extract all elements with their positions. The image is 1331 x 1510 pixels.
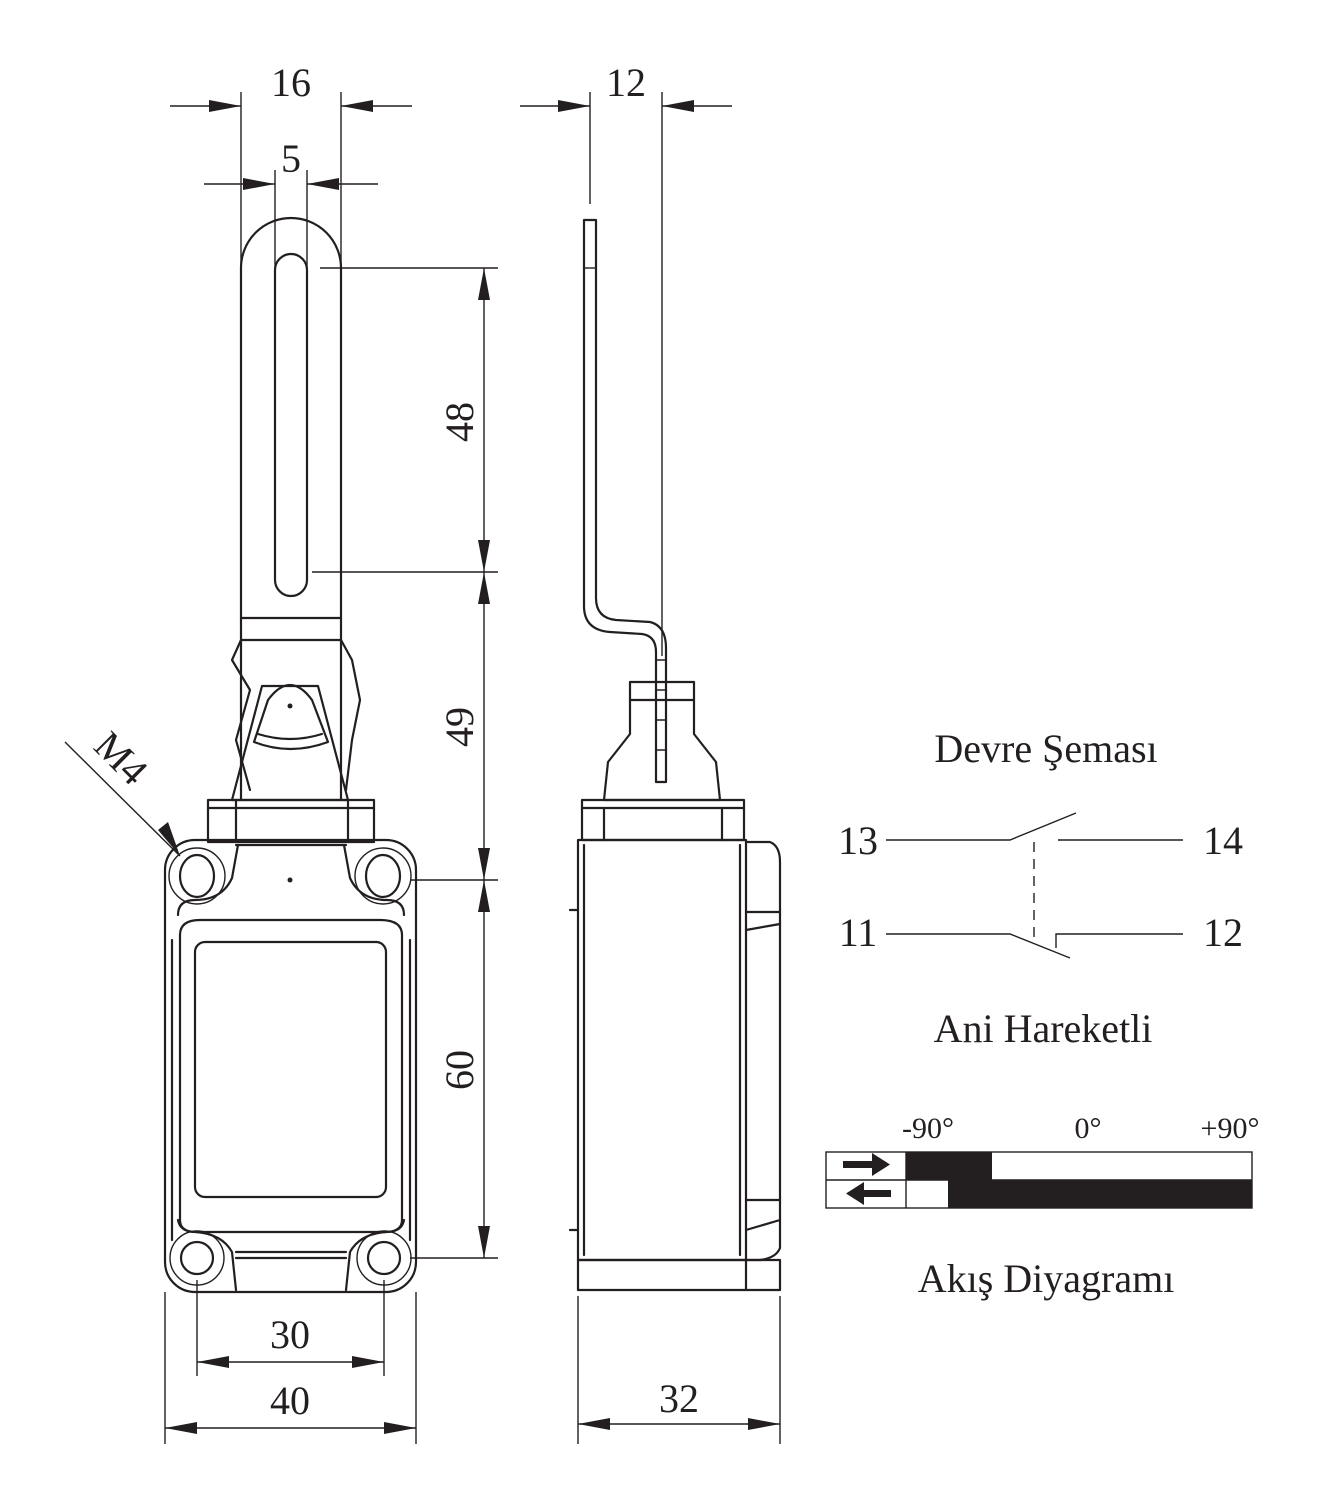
dim-label-5: 5 xyxy=(281,136,301,181)
front-view xyxy=(163,216,418,1294)
circuit-diagram: Devre Şeması 13 14 11 12 Ani Hareketli xyxy=(838,726,1243,1051)
terminal-11-label: 11 xyxy=(839,910,878,955)
angle-zero-label: 0° xyxy=(1075,1112,1102,1145)
dim-label-16: 16 xyxy=(271,60,311,105)
front-body xyxy=(163,838,418,1294)
dimension-slot-width: 5 xyxy=(204,136,378,268)
circuit-subtitle: Ani Hareketli xyxy=(934,1006,1153,1051)
thread-label: M4 xyxy=(86,723,157,794)
circuit-title: Devre Şeması xyxy=(934,726,1157,771)
dim-label-48: 48 xyxy=(437,402,482,442)
thread-callout: M4 xyxy=(64,723,181,857)
dim-label-40: 40 xyxy=(270,1378,310,1423)
angle-minus-label: -90° xyxy=(902,1112,954,1145)
side-view xyxy=(568,218,782,1292)
terminal-13-label: 13 xyxy=(838,818,878,863)
terminal-14-label: 14 xyxy=(1203,818,1243,863)
dimension-hole-spacing: 30 xyxy=(196,1280,385,1376)
dim-label-60: 60 xyxy=(437,1050,482,1090)
arrow-right-icon xyxy=(843,1153,890,1176)
dimension-side-lever: 12 xyxy=(520,60,732,656)
dim-label-12: 12 xyxy=(606,60,646,105)
dim-label-49: 49 xyxy=(437,707,482,747)
side-lever xyxy=(582,218,668,784)
dim-label-32: 32 xyxy=(659,1376,699,1421)
front-head xyxy=(206,798,376,844)
flow-diagram: -90° 0° +90° Akış Diyagramı xyxy=(825,1112,1260,1301)
side-body xyxy=(568,838,782,1292)
dimension-lever-width: 16 xyxy=(170,60,412,268)
dim-label-30: 30 xyxy=(270,1312,310,1357)
arrow-left-icon xyxy=(846,1182,891,1205)
front-lever xyxy=(230,216,362,802)
flow-title: Akış Diyagramı xyxy=(918,1256,1175,1301)
side-head xyxy=(580,680,746,842)
dimension-vertical-chain: 48 49 60 xyxy=(312,267,498,1259)
dimension-body-width: 40 xyxy=(164,1292,417,1444)
terminal-12-label: 12 xyxy=(1203,910,1243,955)
angle-plus-label: +90° xyxy=(1201,1112,1260,1145)
dimension-body-depth: 32 xyxy=(577,1296,781,1444)
